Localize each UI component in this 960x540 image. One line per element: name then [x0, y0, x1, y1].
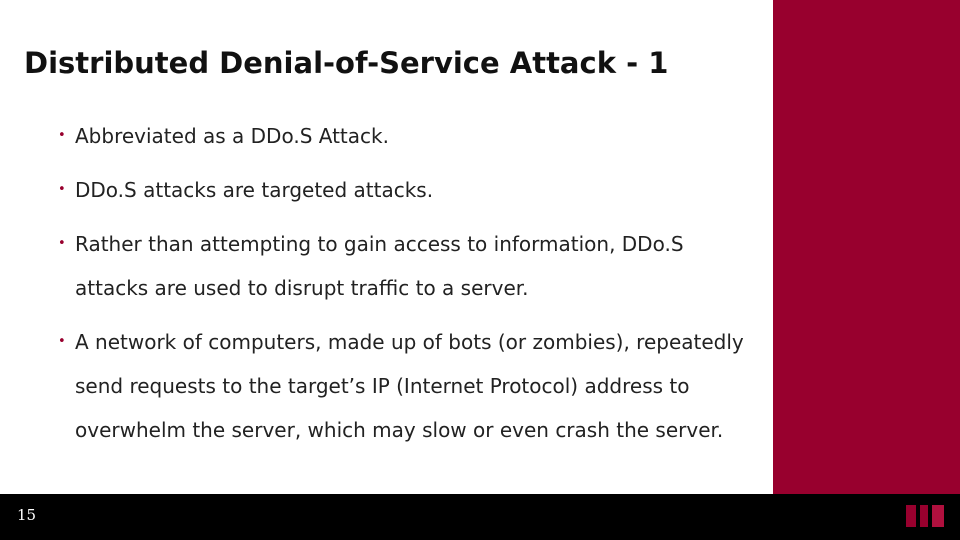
logo-icon	[906, 505, 944, 527]
bullet-list: Abbreviated as a DDo.S Attack. DDo.S att…	[42, 114, 752, 462]
accent-side-panel	[773, 0, 960, 494]
bullet-item: Rather than attempting to gain access to…	[42, 222, 752, 310]
footer-bar: 15	[0, 494, 960, 540]
bullet-item: A network of computers, made up of bots …	[42, 320, 752, 452]
page-number: 15	[17, 506, 37, 524]
slide-title: Distributed Denial-of-Service Attack - 1	[24, 46, 669, 80]
bullet-item: DDo.S attacks are targeted attacks.	[42, 168, 752, 212]
bullet-item: Abbreviated as a DDo.S Attack.	[42, 114, 752, 158]
